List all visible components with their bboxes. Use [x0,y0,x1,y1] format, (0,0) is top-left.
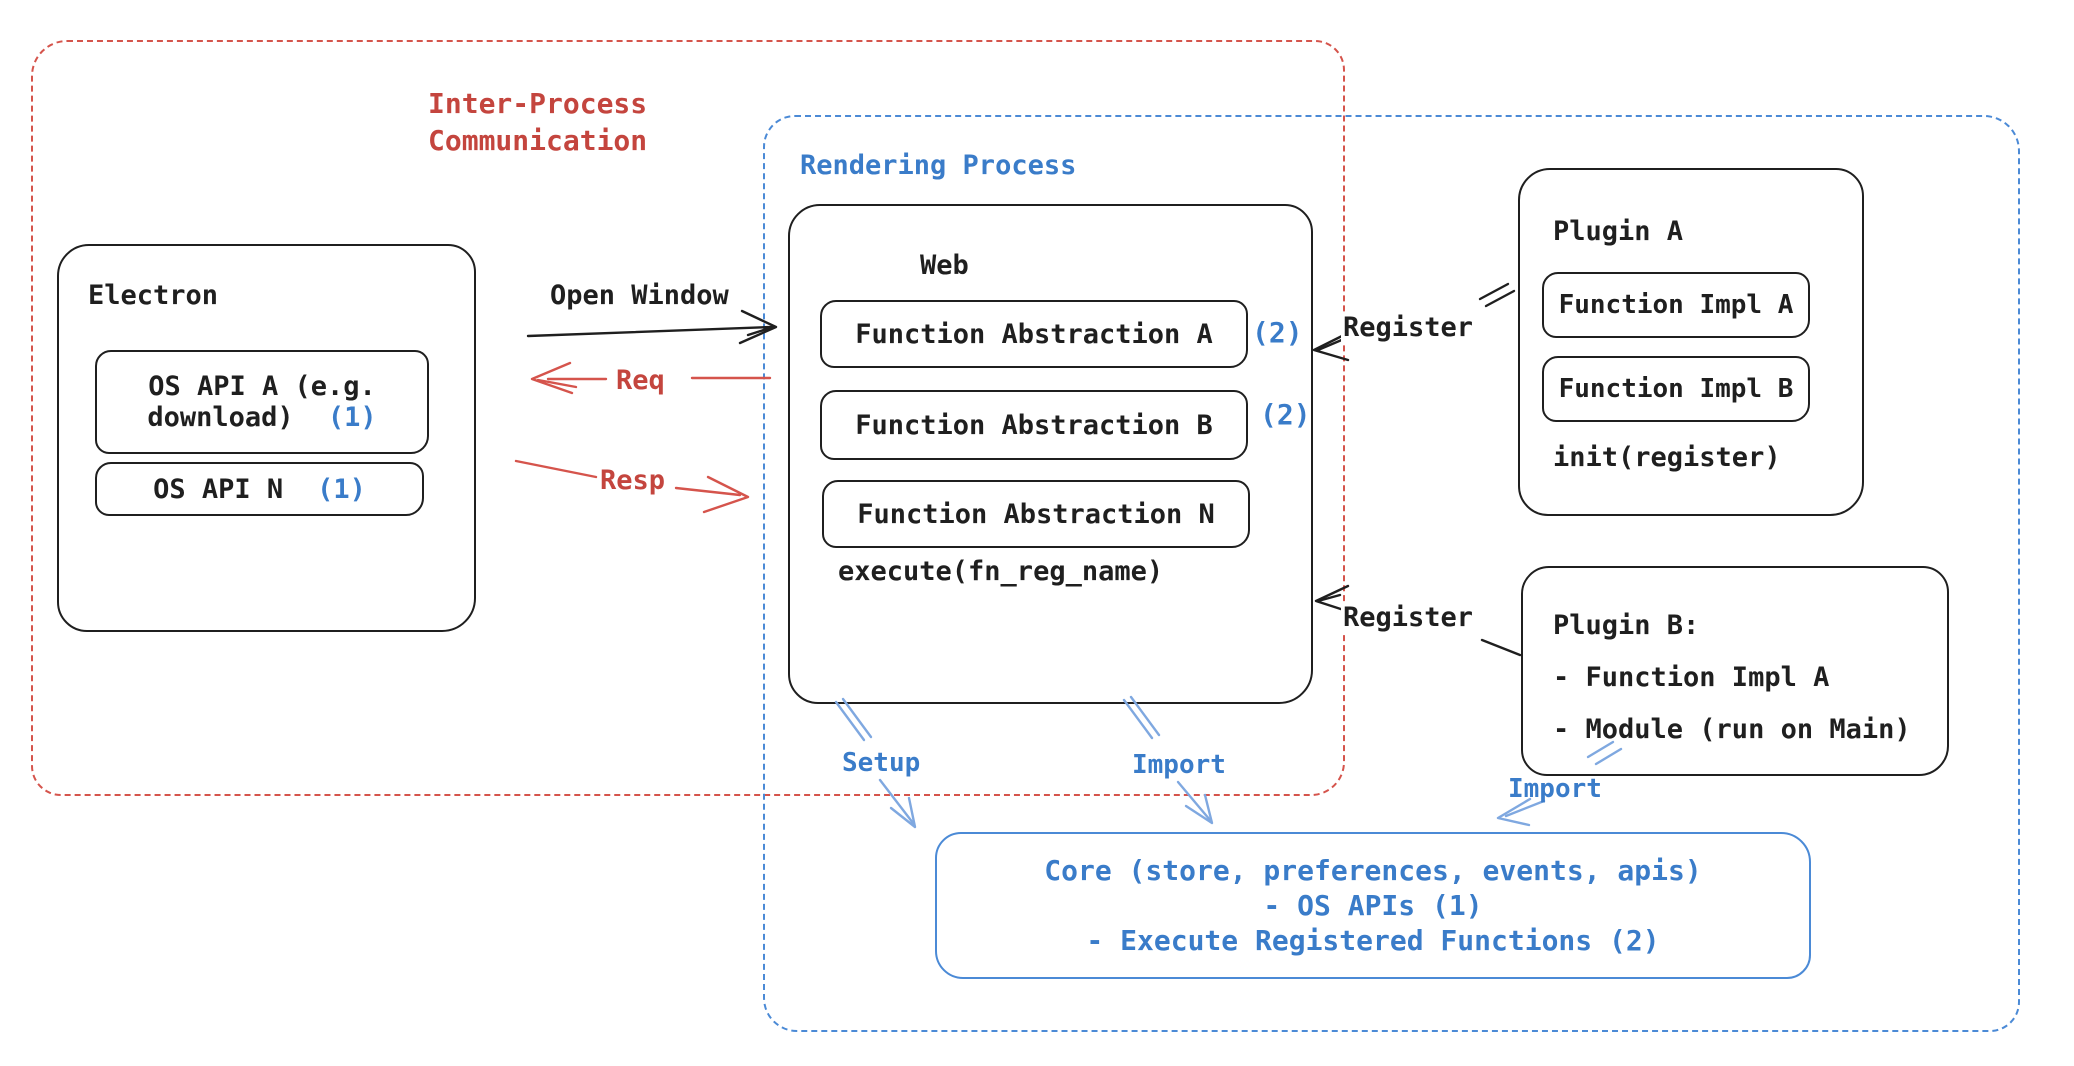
plugin-b-title: Plugin B: [1553,610,1700,641]
plugin-b-item-2: - Module (run on Main) [1553,714,1911,745]
core-line1: Core (store, preferences, events, apis) [1044,854,1702,887]
import-right-label: Import [1508,774,1602,804]
ipc-title-line2: Communication [428,124,648,157]
function-abstraction-a-text: Function Abstraction A [855,318,1213,350]
os-api-a-line2: download) (1) [147,402,376,433]
function-impl-b-text: Function Impl B [1558,374,1794,404]
plugin-a-title: Plugin A [1553,216,1684,247]
req-label: Req [616,365,665,396]
os-api-a-line2-text: download) [147,402,294,433]
rendering-region-title: Rendering Process [800,150,1077,181]
function-abstraction-a-box: Function Abstraction A [820,300,1248,368]
function-abstraction-n-box: Function Abstraction N [822,480,1250,548]
os-api-a-badge: (1) [327,402,377,433]
function-impl-b-box: Function Impl B [1542,356,1810,422]
electron-title: Electron [88,280,219,311]
os-api-a-box: OS API A (e.g. download) (1) [95,350,429,454]
os-api-n-text: OS API N [153,473,284,505]
os-api-n-box: OS API N (1) [95,462,424,516]
function-impl-a-text: Function Impl A [1558,290,1794,320]
setup-label: Setup [842,748,921,778]
init-register-label: init(register) [1553,442,1781,473]
ipc-title-line1: Inter-Process [428,87,648,120]
core-box: Core (store, preferences, events, apis) … [935,832,1811,979]
register-bottom-label: Register [1341,602,1476,633]
ipc-region-title: Inter-Process Communication [428,85,647,159]
os-api-n-badge: (1) [317,473,366,505]
import-mid-label: Import [1132,750,1226,780]
plugin-a-box [1518,168,1864,516]
function-abstraction-a-badge: (2) [1252,316,1303,349]
core-line2: - OS APIs (1) [1263,889,1483,922]
execute-label: execute(fn_reg_name) [838,556,1164,587]
ipc-region-border [31,40,1345,796]
function-abstraction-n-text: Function Abstraction N [857,498,1215,530]
core-line3: - Execute Registered Functions (2) [1086,924,1660,957]
open-window-label: Open Window [550,280,729,311]
function-impl-a-box: Function Impl A [1542,272,1810,338]
rendering-region-border [763,115,2020,1032]
register-top-label: Register [1341,312,1476,343]
os-api-a-line1: OS API A (e.g. [148,371,376,402]
plugin-b-item-1: - Function Impl A [1553,662,1830,693]
function-abstraction-b-box: Function Abstraction B [820,390,1248,460]
plugin-b-content: Plugin B: - Function Impl A - Module (ru… [1553,600,1911,756]
web-title: Web [920,250,969,281]
function-abstraction-b-text: Function Abstraction B [855,409,1213,441]
function-abstraction-b-badge: (2) [1260,398,1311,431]
resp-label: Resp [600,465,666,496]
